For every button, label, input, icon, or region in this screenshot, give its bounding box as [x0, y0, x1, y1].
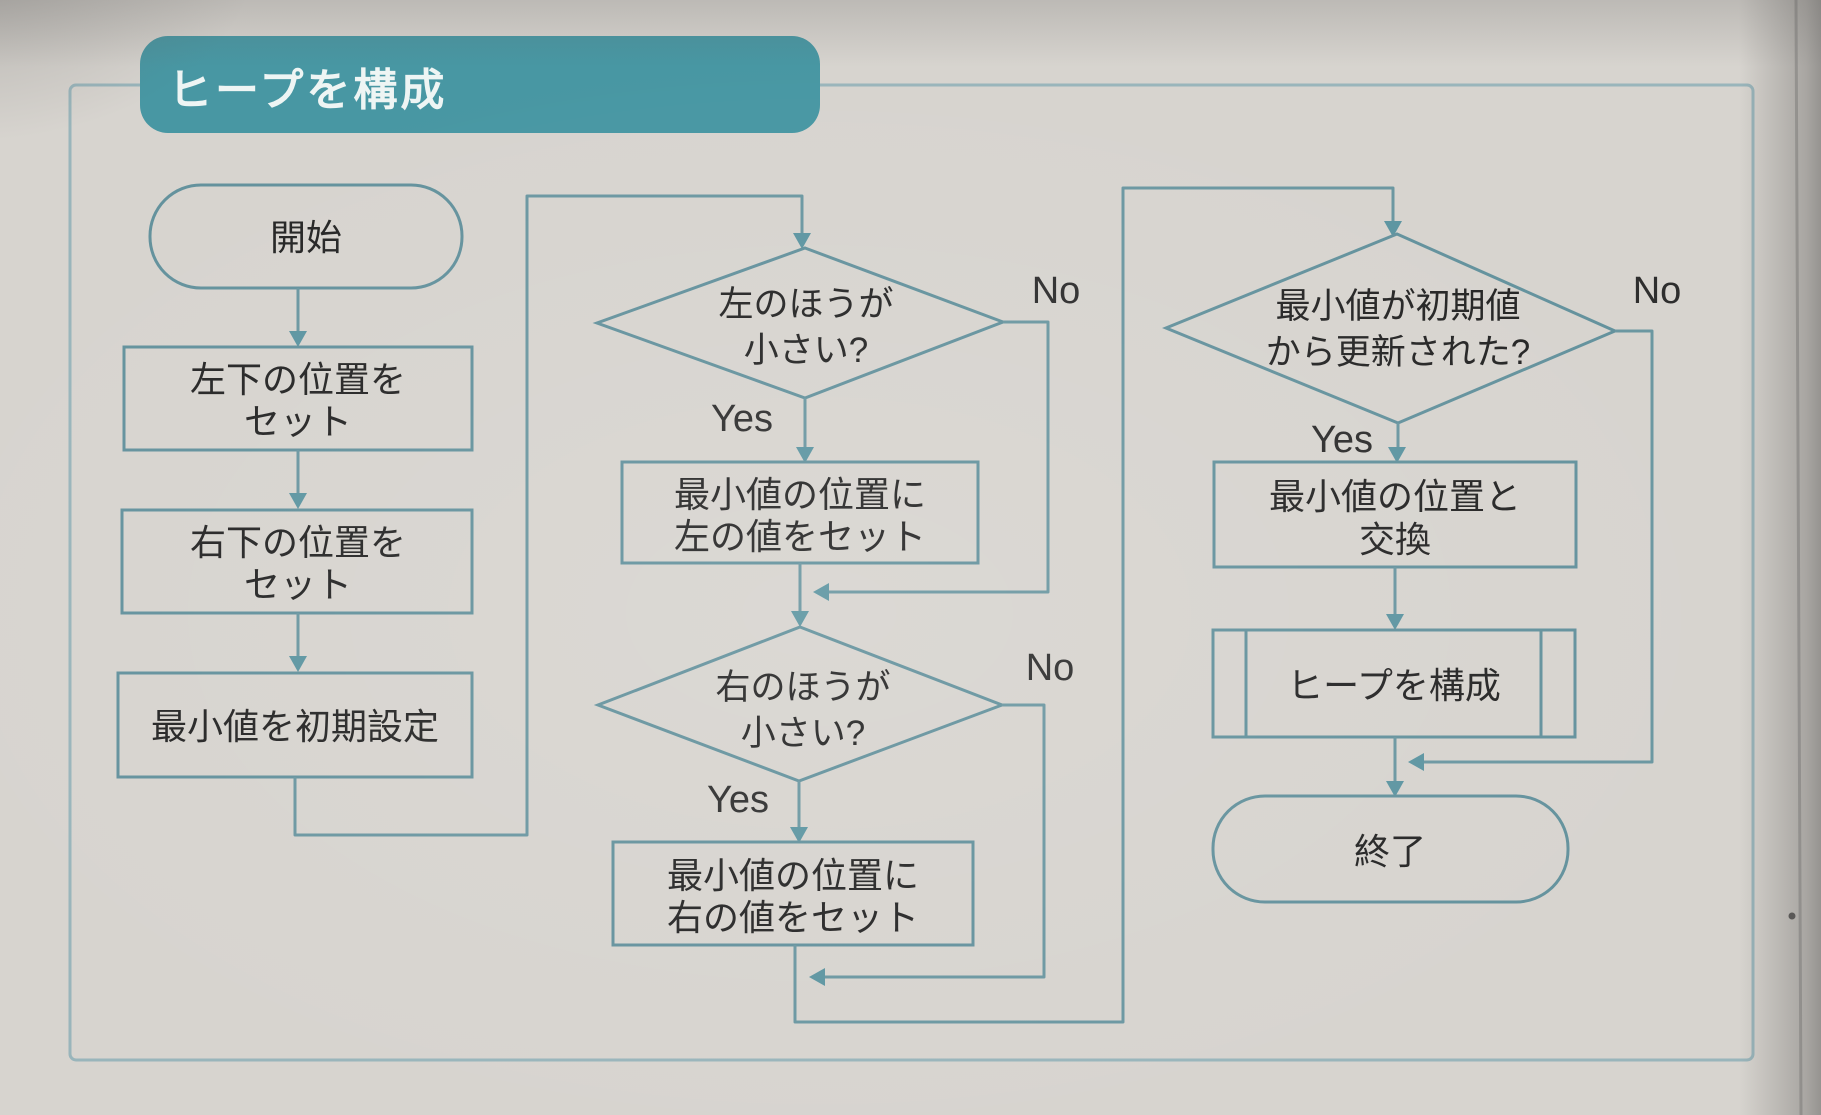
label-no-dleft: No: [1032, 270, 1081, 312]
end-label: 終了: [1354, 831, 1426, 872]
edge-middle-to-dupdated: [793, 186, 1395, 1024]
arrowhead-down-icon: [793, 233, 811, 249]
set-right-line1: 右下の位置を: [190, 522, 406, 563]
arrowhead-down-icon: [289, 331, 307, 347]
arrowhead-down-icon: [790, 827, 808, 843]
dust-speck: [1788, 912, 1796, 920]
d-left-line1: 左のほうが: [718, 285, 893, 324]
d-updated-line2: から更新された?: [1266, 333, 1530, 372]
label-no-dright: No: [1026, 647, 1075, 689]
label-no-dupdated: No: [1633, 270, 1682, 312]
swap-line1: 最小値の位置と: [1269, 476, 1521, 517]
arrowhead-down-icon: [1386, 614, 1404, 630]
d-right-line1: 右のほうが: [715, 668, 890, 707]
edge-dright-no: [814, 703, 1046, 979]
label-yes-dupdated: Yes: [1311, 419, 1373, 461]
set-min-left-line2: 左の値をセット: [674, 516, 926, 557]
set-min-left-line1: 最小値の位置に: [674, 474, 926, 515]
header-tab: [140, 36, 820, 133]
start-label: 開始: [270, 217, 342, 258]
edge-initmin-to-dleft: [293, 194, 804, 837]
arrowhead-left-icon: [809, 968, 825, 986]
header-title: ヒープを構成: [168, 66, 447, 115]
process-set-min-right: [611, 840, 975, 947]
outer-border: [68, 83, 1755, 1062]
arrowhead-down-icon: [289, 493, 307, 509]
arrowhead-down-icon: [1384, 221, 1402, 237]
edge-dupdated-no: [1413, 329, 1654, 764]
arrowhead-left-icon: [813, 583, 829, 601]
arrowhead-down-icon: [1388, 447, 1406, 463]
label-yes-dleft: Yes: [711, 398, 773, 440]
set-left-line2: セット: [244, 401, 352, 442]
d-updated-line1: 最小値が初期値: [1275, 287, 1520, 326]
set-min-right-line1: 最小値の位置に: [667, 855, 919, 896]
d-right-line2: 小さい?: [741, 714, 865, 753]
init-min-label: 最小値を初期設定: [151, 706, 439, 747]
set-min-right-line2: 右の値をセット: [667, 897, 919, 938]
set-left-line1: 左下の位置を: [190, 359, 406, 400]
arrowhead-down-icon: [289, 656, 307, 672]
recurse-label: ヒープを構成: [1287, 665, 1501, 706]
label-yes-dright: Yes: [707, 779, 769, 821]
arrowhead-left-icon: [1408, 753, 1424, 771]
arrowhead-down-icon: [791, 611, 809, 627]
edge-dleft-no: [818, 320, 1050, 594]
end-terminal: [1211, 794, 1570, 904]
swap-line2: 交換: [1359, 519, 1431, 560]
decision-min-updated: [1162, 232, 1619, 425]
arrowhead-down-icon: [796, 447, 814, 463]
d-left-line2: 小さい?: [744, 331, 868, 370]
set-right-line2: セット: [244, 564, 352, 605]
arrowhead-down-icon: [1386, 781, 1404, 797]
start-terminal: [148, 183, 464, 290]
page-edge-line: [1794, 0, 1803, 1115]
